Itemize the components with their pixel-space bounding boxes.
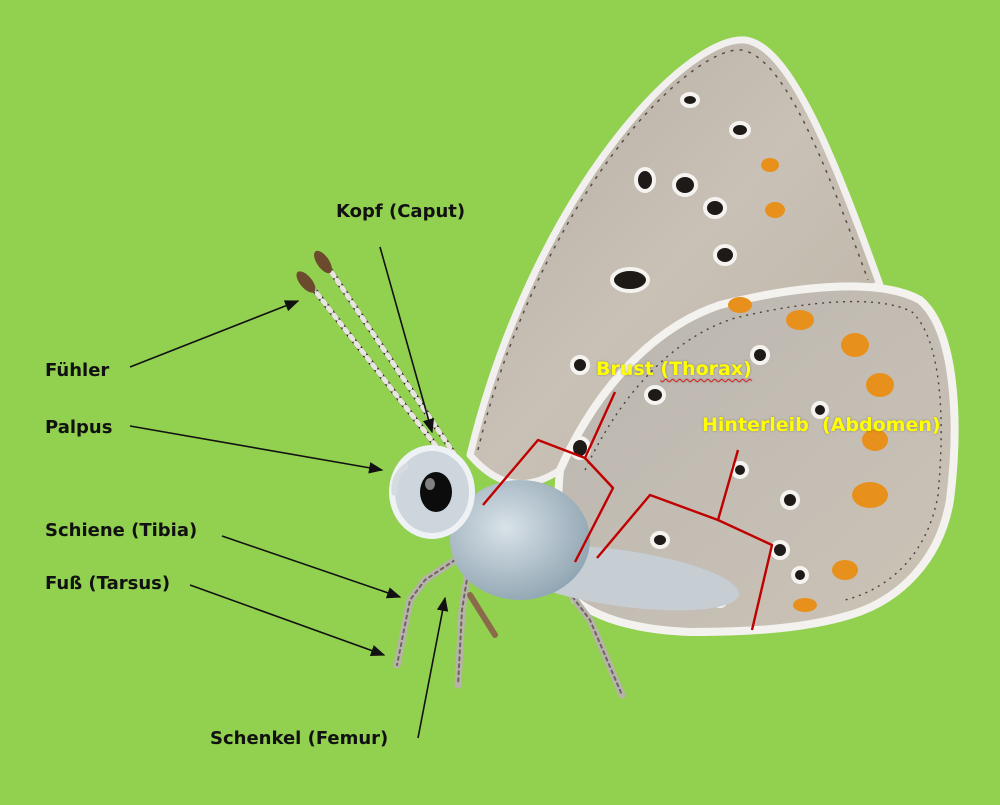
fuss-arrow bbox=[189, 584, 386, 657]
label-fuehler: Fühler bbox=[45, 360, 110, 381]
label-hinterleib: Hinterleib (Abdomen) bbox=[702, 414, 941, 436]
abdomen-bracket bbox=[596, 449, 774, 631]
fuehler-arrow bbox=[129, 300, 300, 368]
label-kopf: Kopf (Caput) bbox=[336, 201, 466, 222]
wing-spots bbox=[569, 92, 829, 608]
thorax-bracket bbox=[482, 391, 617, 563]
label-fuss: Fuß (Tarsus) bbox=[45, 573, 171, 594]
label-arrows bbox=[129, 246, 449, 739]
label-brust-term: (Thorax) bbox=[660, 358, 752, 380]
label-schenkel: Schenkel (Femur) bbox=[210, 728, 389, 749]
label-palpus: Palpus bbox=[45, 417, 113, 438]
schenkel-arrow bbox=[417, 596, 449, 739]
label-schiene: Schiene (Tibia) bbox=[45, 520, 198, 541]
label-brust-word: Brust bbox=[596, 358, 654, 380]
schiene-arrow bbox=[221, 535, 402, 599]
kopf-arrow bbox=[379, 246, 435, 434]
label-brust: Brust (Thorax) bbox=[596, 358, 752, 380]
body bbox=[389, 445, 739, 611]
palpus-arrow bbox=[129, 425, 384, 474]
orange-spots bbox=[728, 158, 894, 612]
